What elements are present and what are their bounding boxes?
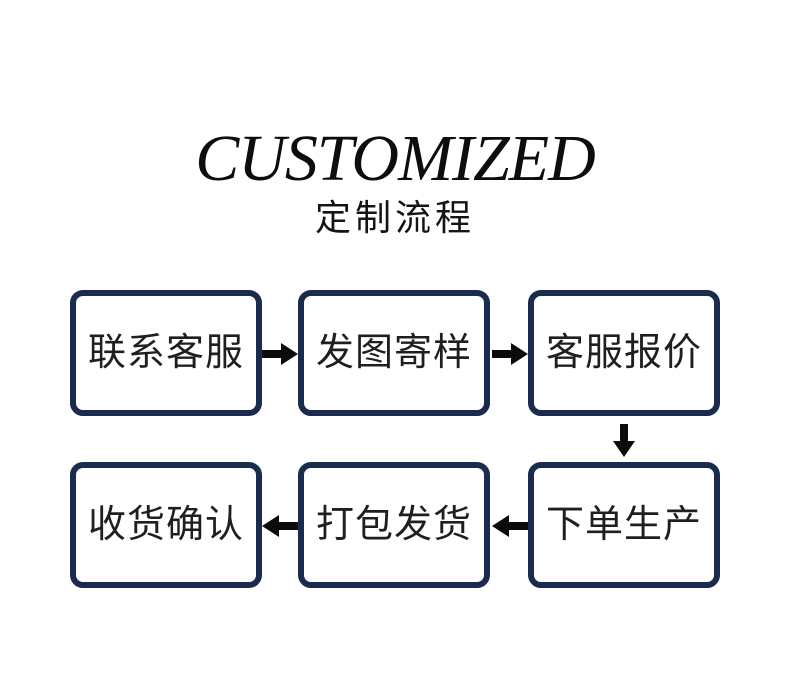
arrow-right-icon [492, 343, 528, 365]
flow-step-label: 联系客服 [87, 332, 244, 374]
flow-step-service-quote: 客服报价 [528, 290, 720, 416]
arrow-left-icon [262, 515, 298, 537]
page-title: CUSTOMIZED [195, 122, 596, 195]
flow-step-send-design-sample: 发图寄样 [298, 290, 490, 416]
arrow-down-icon [613, 424, 635, 457]
arrow-right-icon [262, 343, 298, 365]
flow-step-label: 发图寄样 [315, 332, 472, 374]
arrow-left-icon [492, 515, 528, 537]
flow-step-label: 收货确认 [87, 504, 244, 546]
flow-step-contact-support: 联系客服 [70, 290, 262, 416]
flow-step-label: 打包发货 [315, 504, 472, 546]
flow-step-receive-confirm: 收货确认 [70, 462, 262, 588]
page-subtitle: 定制流程 [314, 198, 475, 238]
flow-step-label: 下单生产 [545, 504, 702, 546]
flow-step-label: 客服报价 [545, 332, 702, 374]
flow-step-pack-ship: 打包发货 [298, 462, 490, 588]
flow-step-order-production: 下单生产 [528, 462, 720, 588]
